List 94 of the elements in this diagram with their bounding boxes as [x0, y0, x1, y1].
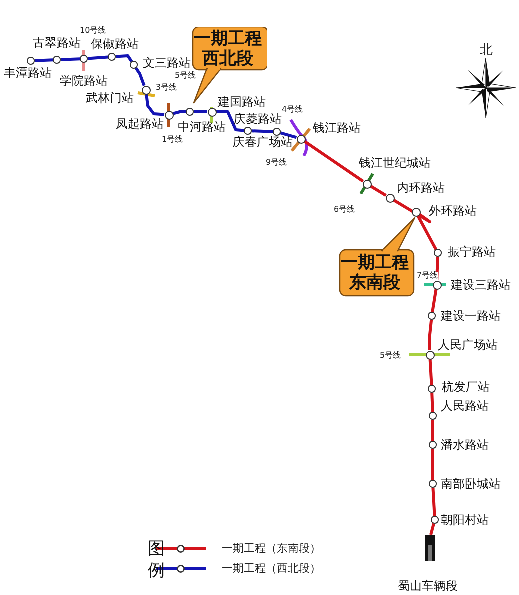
callout-label: 一期工程东南段: [340, 254, 410, 294]
metro-line-segment: [432, 448, 434, 480]
legend-label: 一期工程（东南段）: [222, 543, 321, 554]
line-number-label: 5号线: [380, 352, 402, 360]
station-dot: [53, 56, 61, 64]
line-number-label: 6号线: [334, 206, 356, 214]
station-name: 外环路站: [429, 205, 477, 217]
station-name: 蜀山车辆段: [398, 580, 458, 592]
station-name: 古翠路站: [33, 37, 81, 49]
station-dot: [130, 61, 138, 69]
station-name: 潘水路站: [441, 439, 489, 451]
station-name: 庆春广场站: [233, 136, 293, 148]
metro-line-segment: [88, 56, 108, 60]
station-name: 朝阳村站: [441, 514, 489, 526]
metro-line-segment: [145, 94, 165, 116]
metro-line-segment: [60, 58, 80, 62]
station-name: 内环路站: [397, 182, 445, 194]
legend-label: 一期工程（西北段）: [222, 563, 321, 574]
station-name: 振宁路站: [448, 246, 496, 258]
metro-line-segment: [194, 110, 208, 114]
transfer-line-stub: [210, 107, 214, 123]
transfer-line-stub: [168, 103, 170, 127]
station-name: 钱江路站: [313, 122, 361, 134]
station-name: 钱江世纪城站: [359, 157, 431, 169]
station-dot: [208, 108, 216, 116]
station-name: 学院路站: [60, 75, 108, 87]
station-dot: [108, 53, 116, 61]
station-dot: [432, 280, 442, 290]
line-number-label: 9号线: [266, 159, 288, 167]
metro-line-segment: [432, 488, 436, 516]
station-dot: [428, 312, 436, 320]
station-dot: [431, 516, 439, 524]
metro-line-segment: [134, 67, 146, 86]
line-number-label: 1号线: [162, 136, 184, 144]
station-name: 丰潭路站: [4, 67, 52, 79]
station-name: 庆菱路站: [234, 113, 282, 125]
metro-line-segment: [370, 185, 387, 197]
transfer-line-stub: [138, 92, 156, 98]
station-dot: [273, 128, 281, 136]
line-number-label: 10号线: [80, 27, 106, 35]
station-dot: [27, 57, 35, 65]
station-dot: [386, 194, 394, 202]
station-dot: [80, 55, 88, 63]
metro-line-segment: [428, 320, 434, 350]
station-dot: [142, 86, 150, 94]
station-dot: [412, 208, 420, 216]
station-name: 人民路站: [441, 400, 489, 412]
metro-line-segment: [416, 215, 438, 250]
station-dot: [429, 480, 437, 488]
line-number-label: 4号线: [282, 106, 304, 114]
station-dot: [186, 108, 194, 116]
depot-bar: [425, 535, 435, 561]
metro-line-segment: [430, 392, 434, 412]
station-name: 建设一路站: [441, 310, 501, 322]
station-name: 建国路站: [218, 96, 266, 108]
station-dot: [429, 441, 437, 449]
station-name: 武林门站: [86, 92, 134, 104]
metro-line-segment: [172, 110, 186, 116]
metro-line-segment: [252, 130, 274, 134]
metro-line-segment: [280, 132, 298, 140]
metro-line-segment: [436, 256, 440, 281]
station-name: 建设三路站: [451, 279, 511, 291]
station-dot: [428, 385, 436, 393]
transfer-line-stub: [360, 173, 374, 195]
station-dot: [164, 110, 174, 120]
metro-line-segment: [428, 359, 434, 386]
legend-heading: 图例: [148, 538, 165, 582]
north-label: 北: [480, 44, 493, 57]
station-name: 杭发厂站: [442, 381, 490, 393]
metro-line-segment: [432, 420, 434, 442]
metro-line-segment: [430, 523, 436, 536]
line-number-label: 7号线: [417, 272, 438, 280]
station-dot: [426, 350, 434, 360]
metro-line-segment: [431, 289, 438, 312]
metro-line-segment: [304, 140, 364, 183]
station-dot: [429, 412, 437, 420]
metro-line-segment: [216, 110, 244, 132]
metro-line-segment: [116, 54, 134, 63]
line-number-label: 3号线: [156, 84, 178, 92]
station-dot: [244, 127, 252, 135]
station-name: 凤起路站: [116, 118, 164, 130]
station-name: 中河路站: [178, 121, 226, 133]
transfer-line-stub: [424, 284, 446, 286]
station-name: 保俶路站: [91, 38, 139, 50]
station-dot: [434, 249, 442, 257]
station-name: 人民广场站: [438, 339, 498, 351]
station-name: 文三路站: [143, 57, 191, 69]
metro-line-segment: [34, 58, 54, 62]
transfer-line-stub: [82, 50, 86, 71]
line-number-label: 5号线: [175, 72, 196, 80]
metro-line-segment: [393, 199, 432, 224]
callout-label: 一期工程西北段: [193, 30, 263, 70]
transfer-line-stub: [409, 354, 450, 356]
station-name: 南部卧城站: [441, 478, 501, 490]
